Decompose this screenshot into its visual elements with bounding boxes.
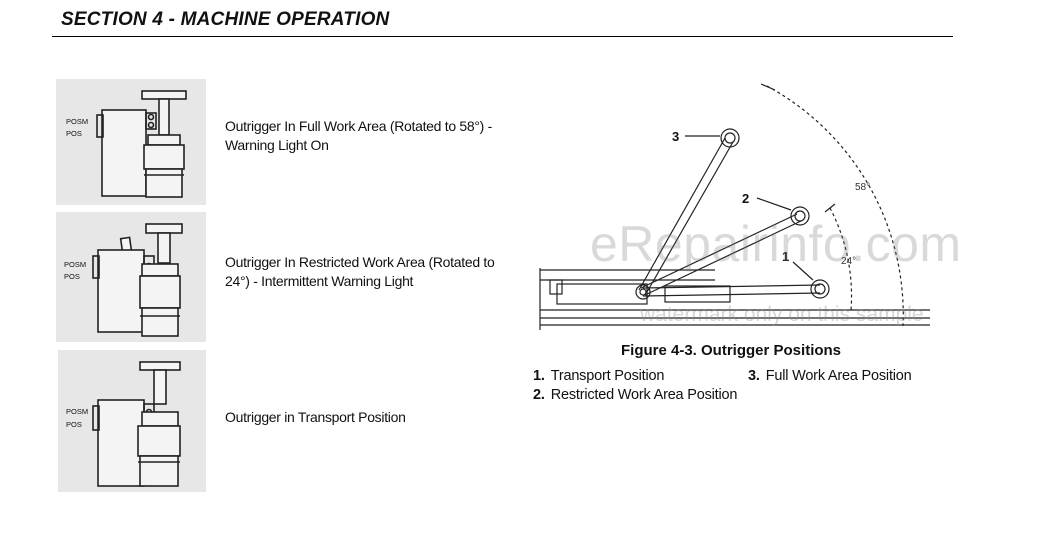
outrigger-positions-figure: 3 2 1 58° 24° <box>535 80 935 340</box>
angle-label-24: 24° <box>841 256 856 267</box>
watermark-main: eRepairinfo.com <box>590 216 962 272</box>
switch-diagram-full-work: POSM POS <box>56 79 206 205</box>
legend-item-3: 3. Full Work Area Position <box>748 368 912 384</box>
switch-diagram-restricted: POSM POS <box>56 212 206 342</box>
title-rule <box>52 36 953 37</box>
callout-2: 2 <box>742 191 749 206</box>
section-title: SECTION 4 - MACHINE OPERATION <box>61 9 390 30</box>
legend-text: Transport Position <box>550 368 665 384</box>
switch-label-pos: POS <box>66 129 82 138</box>
switch-caption-restricted: Outrigger In Restricted Work Area (Rotat… <box>225 254 495 289</box>
watermark-sub: watermark only on this sample <box>640 303 924 326</box>
switch-label-posm: POSM <box>64 260 86 269</box>
callout-1: 1 <box>782 249 789 264</box>
switch-caption-full-work: Outrigger In Full Work Area (Rotated to … <box>225 118 492 153</box>
legend-text: Restricted Work Area Position <box>550 387 738 403</box>
legend-num: 3. <box>748 368 760 384</box>
legend-item-2: 2. Restricted Work Area Position <box>533 387 737 403</box>
legend-num: 2. <box>533 387 545 403</box>
legend-num: 1. <box>533 368 545 384</box>
switch-label-posm: POSM <box>66 117 88 126</box>
figure-caption: Figure 4-3. Outrigger Positions <box>621 342 842 359</box>
legend-item-1: 1. Transport Position <box>533 368 664 384</box>
switch-label-posm: POSM <box>66 407 88 416</box>
switch-label-pos: POS <box>66 420 82 429</box>
switch-label-pos: POS <box>64 272 80 281</box>
callout-3: 3 <box>672 129 679 144</box>
switch-caption-transport: Outrigger in Transport Position <box>225 409 406 425</box>
angle-label-58: 58° <box>855 182 870 193</box>
legend-text: Full Work Area Position <box>765 368 912 384</box>
switch-diagram-transport: POSM POS <box>58 350 206 492</box>
